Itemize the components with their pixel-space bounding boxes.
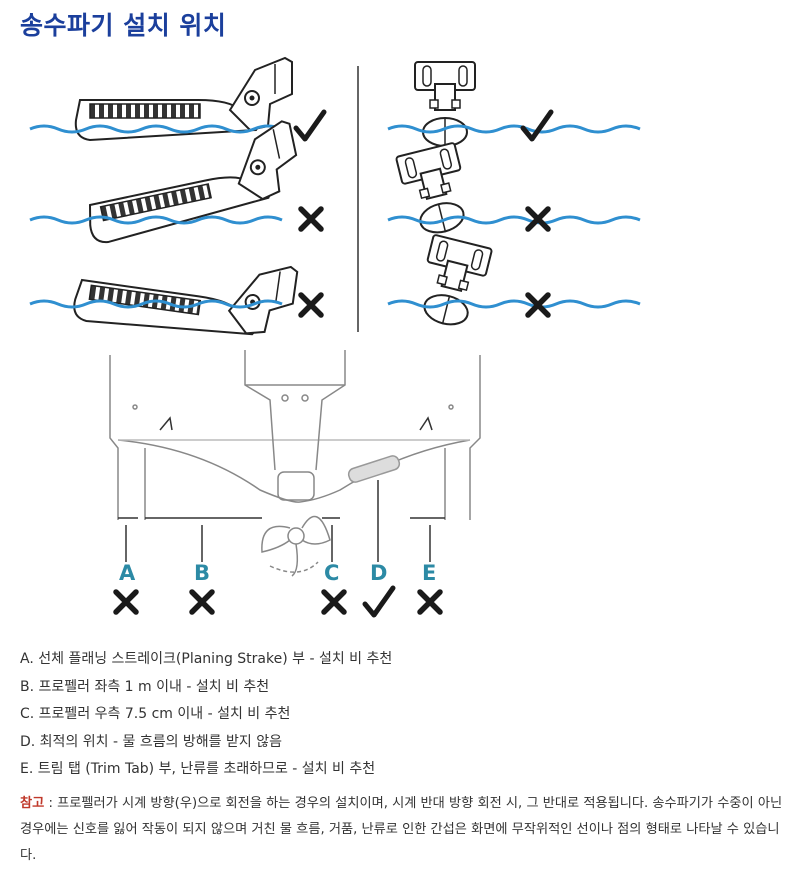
position-list: A. 선체 플래닝 스트레이크(Planing Strake) 부 - 설치 비… [20,646,392,784]
installation-diagram [28,57,642,640]
label-b: B [194,561,211,585]
note-text: 프로펠러가 시계 방향(우)으로 회전을 하는 경우의 설치이며, 시계 반대 … [20,796,783,863]
note-paragraph: 참고 : 프로펠러가 시계 방향(우)으로 회전을 하는 경우의 설치이며, 시… [20,791,792,869]
page-title: 송수파기 설치 위치 [20,11,227,40]
list-item: A. 선체 플래닝 스트레이크(Planing Strake) 부 - 설치 비… [20,651,393,667]
label-e: E [422,561,437,585]
label-c: C [324,561,340,585]
boat-stern-view [109,350,481,577]
list-item: C. 프로펠러 우측 7.5 cm 이내 - 설치 비 추천 [20,706,291,722]
list-item: E. 트림 탭 (Trim Tab) 부, 난류를 초래하므로 - 설치 비 추… [20,761,376,777]
note-separator: : [44,796,58,811]
list-item: D. 최적의 위치 - 물 흐름의 방해를 받지 않음 [20,733,282,750]
label-a: A [119,561,136,585]
note-label: 참고 [20,796,45,811]
position-labels: A B C D E [0,561,806,591]
list-item: B. 프로펠러 좌측 1 m 이내 - 설치 비 추천 [20,678,270,695]
label-d: D [370,561,388,585]
